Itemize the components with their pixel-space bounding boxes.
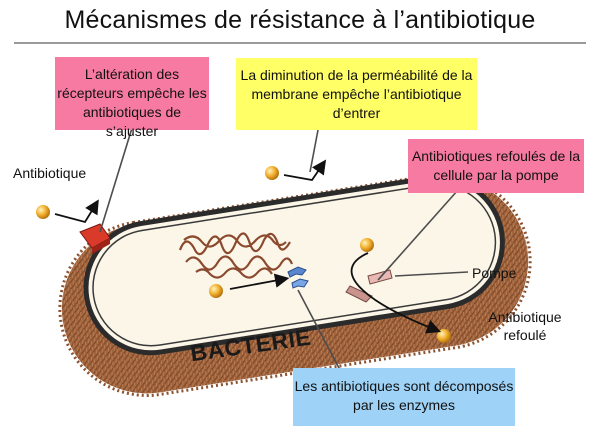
permeability-callout: La diminution de la perméabilité de la m… xyxy=(236,58,477,130)
antibiotic-label: Antibiotique xyxy=(13,165,87,181)
receptor-pointer xyxy=(99,127,133,233)
membrane-bounce-arrow xyxy=(283,159,327,181)
dna-icon xyxy=(178,232,294,279)
antibiotic-bounce-arrow xyxy=(54,199,99,224)
permeability-pointer xyxy=(309,129,319,173)
pump-expel-arrow xyxy=(350,252,442,334)
title-divider xyxy=(14,42,586,44)
enzyme-icon xyxy=(287,266,309,289)
receptor-icon xyxy=(79,223,111,254)
expelled-label-line1: Antibiotique xyxy=(488,309,562,325)
pump-callout: Antibiotiques refoulés de la cellule par… xyxy=(408,139,584,193)
antibiotic-molecule-icon xyxy=(360,238,374,252)
pump-label-pointer xyxy=(394,271,469,277)
antibiotic-molecule-icon xyxy=(209,284,223,298)
page-title: Mécanismes de résistance à l’antibiotiqu… xyxy=(64,6,536,34)
expelled-label-line2: refoulé xyxy=(503,327,547,343)
enzyme-pointer xyxy=(297,289,341,371)
expelled-antibiotic-label: Antibiotique refoulé xyxy=(480,308,570,344)
antibiotic-molecule-icon xyxy=(265,166,279,180)
pump-label: Pompe xyxy=(472,265,517,281)
antibiotic-molecule-icon xyxy=(36,205,50,219)
receptor-alteration-callout: L’altération des récepteurs empêche les … xyxy=(55,57,209,139)
enzyme-callout: Les antibiotiques sont décomposés par le… xyxy=(293,368,515,426)
enzyme-entry-arrow xyxy=(229,273,290,290)
antibiotic-molecule-icon xyxy=(437,329,451,343)
cell-membrane xyxy=(83,174,505,356)
pump-pointer-line xyxy=(377,189,459,281)
